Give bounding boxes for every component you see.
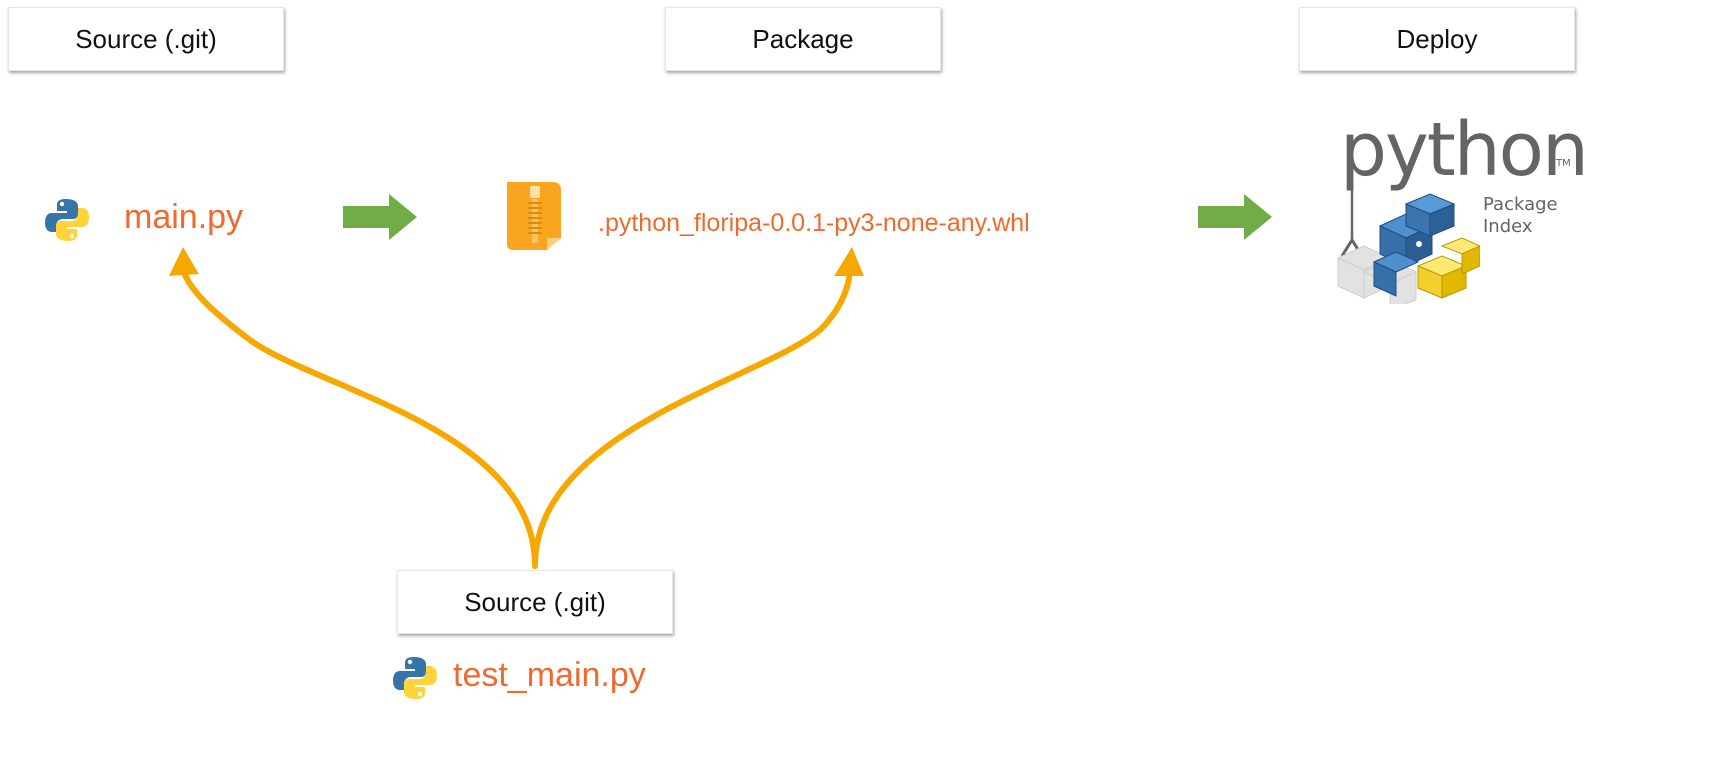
test-file-label: test_main.py xyxy=(453,656,646,694)
pypi-logo: python TM Package Index xyxy=(1330,110,1589,310)
stage-source-box: Source (.git) xyxy=(8,7,284,71)
pypi-cubes-icon xyxy=(1336,182,1480,304)
main-file-label: main.py xyxy=(124,198,244,236)
pypi-logo-index-text: Index xyxy=(1483,216,1533,237)
pypi-logo-wordmark: python xyxy=(1340,107,1589,193)
curve-arrowhead-main xyxy=(169,247,199,276)
flow-arrow-deploy xyxy=(1198,194,1272,240)
test-source-box: Source (.git) xyxy=(397,570,673,634)
python-logo-icon-test xyxy=(393,657,437,699)
curve-to-wheel xyxy=(532,269,853,569)
curve-arrowhead-wheel xyxy=(834,247,864,276)
stage-deploy-box: Deploy xyxy=(1299,7,1575,71)
pypi-logo-tm: TM xyxy=(1556,158,1571,169)
curve-to-main xyxy=(180,267,538,569)
python-logo-icon xyxy=(45,199,89,241)
zip-archive-icon xyxy=(507,182,561,250)
flow-arrow-package xyxy=(343,194,417,240)
stage-package-box: Package xyxy=(665,7,941,71)
pypi-logo-package-text: Package xyxy=(1483,194,1558,215)
wheel-file-label: .python_floripa-0.0.1-py3-none-any.whl xyxy=(598,209,1030,237)
